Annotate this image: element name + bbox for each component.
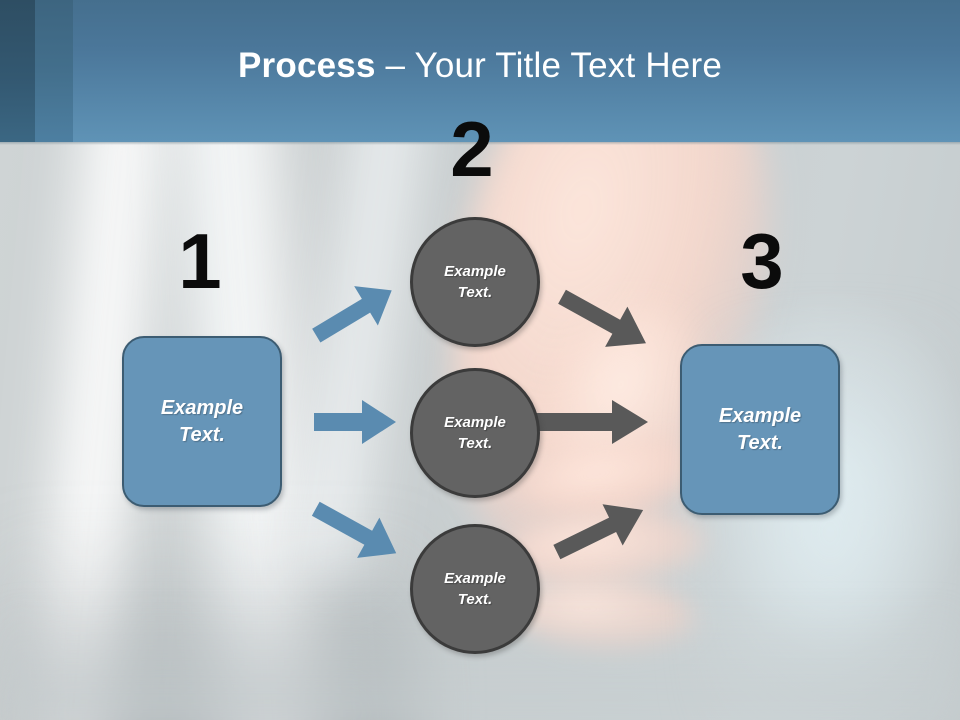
arrow-gray-down-right <box>552 280 656 360</box>
arrow-blue-down-right <box>306 492 406 570</box>
process-circle-3-line1: Example <box>444 570 506 587</box>
process-box-right-line1: Example <box>718 404 802 427</box>
process-box-right[interactable]: Example Text. <box>680 344 840 515</box>
process-circle-1-label: Example Text. <box>444 261 506 303</box>
process-circle-3[interactable]: Example Text. <box>410 524 540 654</box>
arrow-gray-up-right <box>548 492 652 570</box>
process-circle-1[interactable]: Example Text. <box>410 217 540 347</box>
header-band-dark <box>0 0 35 142</box>
process-circle-2-line1: Example <box>444 414 506 431</box>
step-number-2: 2 <box>450 105 494 193</box>
step-number-3: 3 <box>740 217 784 305</box>
page-title-strong: Process <box>238 46 376 85</box>
process-box-left-line1: Example <box>160 396 244 419</box>
process-circle-2-line2: Text. <box>457 435 493 452</box>
process-circle-1-line2: Text. <box>457 284 493 301</box>
step-number-1: 1 <box>178 217 222 305</box>
process-circle-3-line2: Text. <box>457 591 493 608</box>
page-title-rest: – Your Title Text Here <box>375 46 722 85</box>
page-title: Process – Your Title Text Here <box>0 46 960 86</box>
process-circle-2-label: Example Text. <box>444 412 506 454</box>
process-box-left-line2: Text. <box>179 423 225 446</box>
process-circle-3-label: Example Text. <box>444 568 506 610</box>
arrow-blue-up-right <box>306 278 402 348</box>
process-box-right-label: Example Text. <box>719 403 801 457</box>
process-box-left[interactable]: Example Text. <box>122 336 282 507</box>
process-circle-1-line1: Example <box>444 263 506 280</box>
process-box-right-line2: Text. <box>737 431 783 454</box>
arrow-gray-right <box>532 398 650 446</box>
process-box-left-label: Example Text. <box>161 395 243 449</box>
header-band-mid <box>35 0 73 142</box>
process-circle-2[interactable]: Example Text. <box>410 368 540 498</box>
arrow-blue-right <box>312 398 398 446</box>
header-bottom-edge <box>0 142 960 145</box>
header-bar <box>0 0 960 142</box>
